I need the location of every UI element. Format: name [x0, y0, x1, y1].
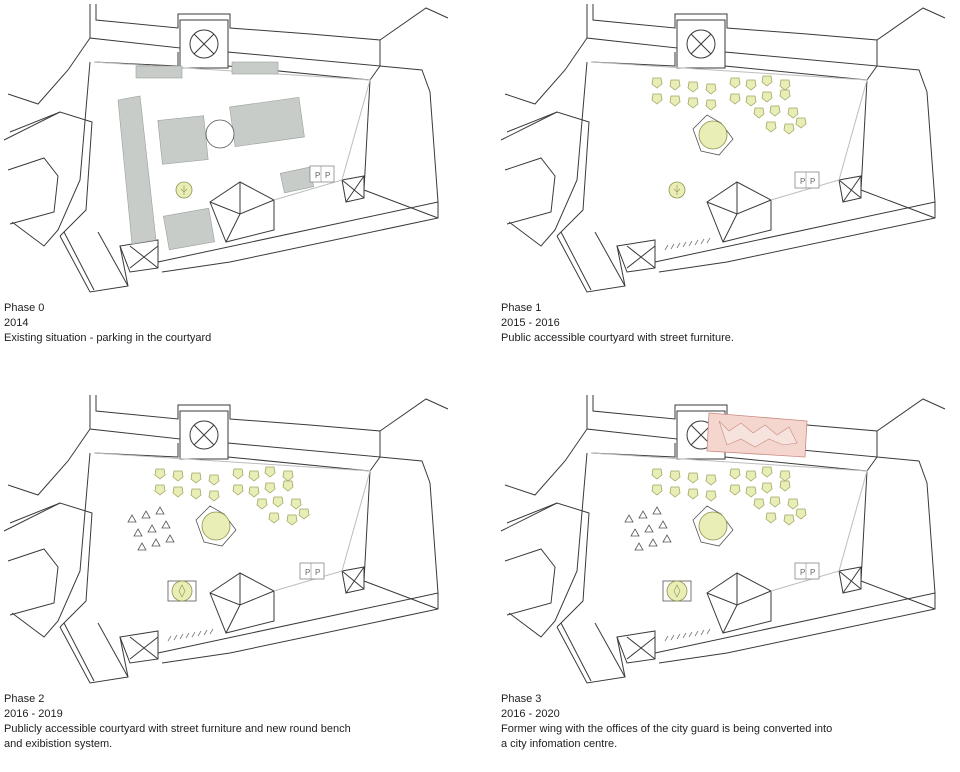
plan-drawing	[3, 394, 449, 684]
parking-area	[117, 61, 335, 251]
phase-description: Public accessible courtyard with street …	[501, 332, 734, 344]
panel-phase-0: Phase 0 2014 Existing situation - parkin…	[0, 0, 470, 381]
street-furniture	[652, 76, 806, 155]
phase-title: Phase 1	[501, 302, 542, 314]
plan-drawing	[500, 394, 946, 684]
phase-description: Publicly accessible courtyard with stree…	[4, 723, 351, 735]
caption: Phase 3 2016 - 2020 Former wing with the…	[501, 692, 832, 752]
exhibition-system	[624, 506, 672, 551]
plan-drawing	[3, 3, 449, 293]
exhibition-pavilion	[662, 580, 692, 602]
street-furniture	[652, 467, 806, 546]
street-furniture	[155, 467, 309, 546]
phase-description-cont: a city infomation centre.	[501, 738, 618, 750]
exhibition-system	[127, 506, 175, 551]
panel-phase-1: Phase 1 2015 - 2016 Public accessible co…	[497, 0, 960, 381]
city-information-centre	[706, 412, 808, 458]
caption: Phase 2 2016 - 2019 Publicly accessible …	[4, 692, 351, 752]
phase-description: Former wing with the offices of the city…	[501, 723, 833, 735]
panel-phase-2: Phase 2 2016 - 2019 Publicly accessible …	[0, 391, 470, 772]
phase-title: Phase 2	[4, 693, 45, 705]
phase-title: Phase 0	[4, 302, 45, 314]
caption: Phase 1 2015 - 2016 Public accessible co…	[501, 301, 734, 346]
exhibition-pavilion	[167, 580, 197, 602]
phase-title: Phase 3	[501, 693, 542, 705]
phase-description-cont: and exibistion system.	[4, 738, 113, 750]
phase-years: 2016 - 2019	[4, 708, 63, 720]
panel-phase-3: Phase 3 2016 - 2020 Former wing with the…	[497, 391, 960, 772]
caption: Phase 0 2014 Existing situation - parkin…	[4, 301, 211, 346]
phase-years: 2015 - 2016	[501, 317, 560, 329]
phase-years: 2016 - 2020	[501, 708, 560, 720]
plan-drawing	[500, 3, 946, 293]
phase-description: Existing situation - parking in the cour…	[4, 332, 212, 344]
phase-years: 2014	[4, 317, 29, 329]
